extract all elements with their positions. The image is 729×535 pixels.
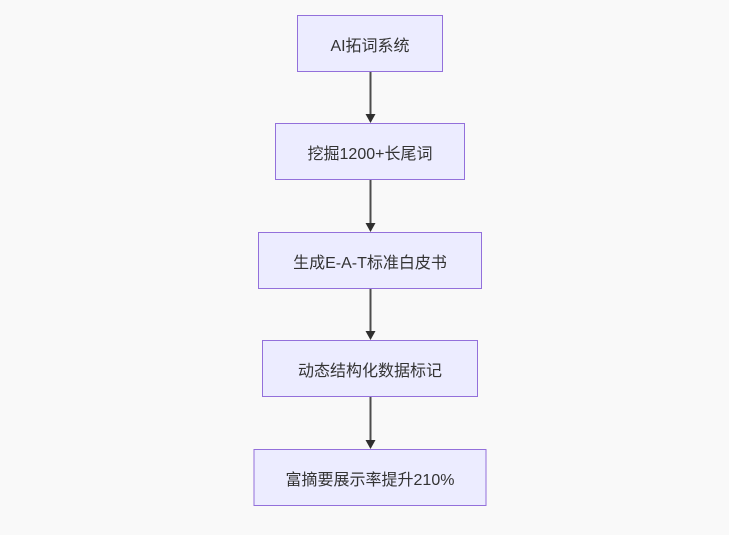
flow-node-label: 动态结构化数据标记 — [297, 362, 442, 380]
arrowhead-down-icon — [365, 114, 375, 123]
flow-node-structured-data-markup: 动态结构化数据标记 — [262, 340, 478, 397]
flow-arrow-1 — [365, 72, 376, 123]
arrowhead-down-icon — [365, 440, 375, 449]
flow-node-label: 生成E-A-T标准白皮书 — [293, 254, 447, 272]
arrow-line — [369, 289, 371, 331]
flow-node-longtail-mining: 挖掘1200+长尾词 — [275, 123, 465, 180]
arrowhead-down-icon — [365, 223, 375, 232]
flow-node-ai-keyword-system: AI拓词系统 — [297, 15, 443, 72]
flow-node-label: AI拓词系统 — [330, 37, 410, 55]
flow-node-label: 富摘要展示率提升210% — [285, 471, 455, 489]
flow-arrow-2 — [365, 180, 376, 232]
arrow-line — [369, 72, 371, 114]
flow-node-eat-whitepaper: 生成E-A-T标准白皮书 — [258, 232, 482, 289]
arrow-line — [369, 397, 371, 440]
flow-arrow-4 — [365, 397, 376, 449]
flow-node-rich-snippet-result: 富摘要展示率提升210% — [253, 449, 487, 506]
flow-arrow-3 — [365, 289, 376, 340]
arrow-line — [369, 180, 371, 223]
arrowhead-down-icon — [365, 331, 375, 340]
flow-node-label: 挖掘1200+长尾词 — [307, 145, 433, 163]
